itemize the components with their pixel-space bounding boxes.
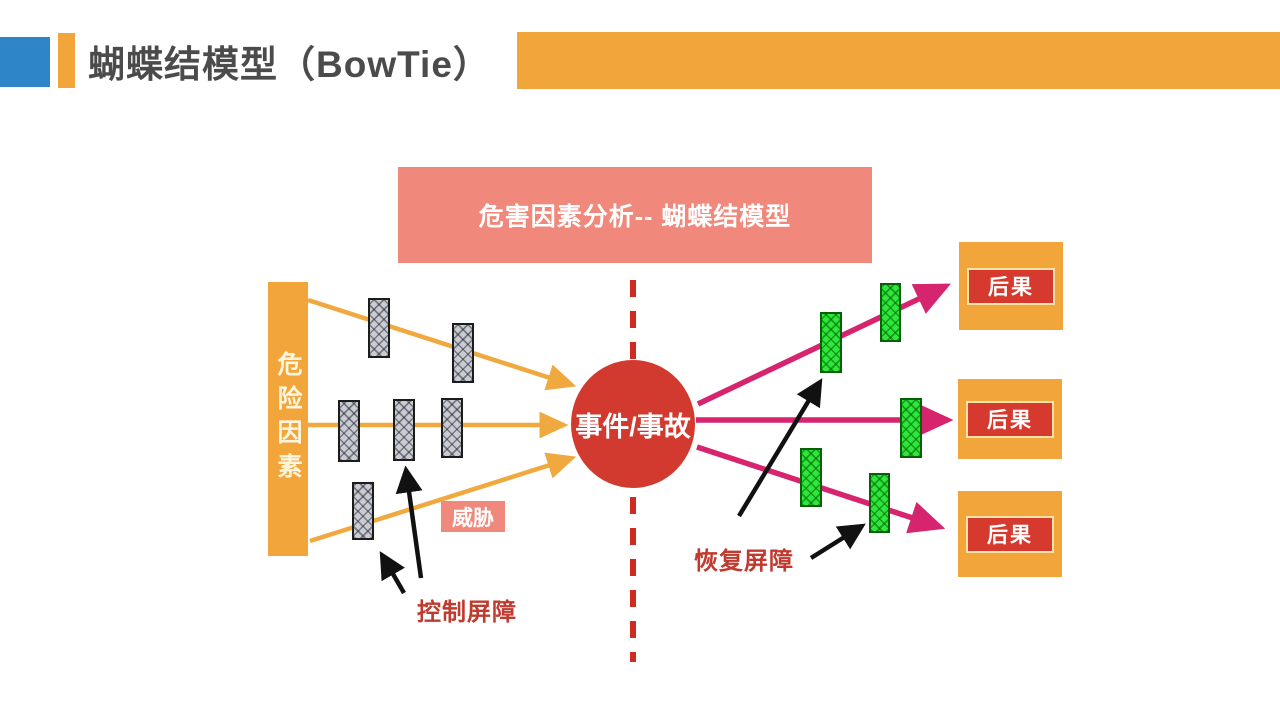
recovery-barrier <box>869 473 890 533</box>
hazard-source-label: 危险因素 <box>274 351 302 487</box>
recovery-barrier-label: 恢复屏障 <box>694 548 794 575</box>
page-title: 蝴蝶结模型（BowTie） <box>88 43 491 85</box>
threat-label: 威胁 <box>441 501 505 532</box>
header-blue-square <box>0 37 50 87</box>
recovery-pointer-arrow-short <box>809 523 866 560</box>
control-barrier <box>352 482 374 540</box>
recovery-barrier <box>880 283 901 342</box>
subtitle-text: 危害因素分析-- 蝴蝶结模型 <box>478 203 792 231</box>
recovery-pointer-arrow-long <box>737 378 823 518</box>
consequence-box-top: 后果 <box>959 242 1063 330</box>
header-accent-bar <box>58 33 75 88</box>
control-barrier <box>393 399 415 461</box>
control-barrier <box>368 298 390 358</box>
recovery-barrier <box>900 398 922 458</box>
event-label: 事件/事故 <box>575 411 691 442</box>
control-barrier <box>441 398 463 458</box>
threat-arrow-top <box>307 297 577 391</box>
control-barrier <box>338 400 360 462</box>
header-orange-bar <box>517 32 1280 89</box>
subtitle-box: 危害因素分析-- 蝴蝶结模型 <box>398 167 872 263</box>
consequence-inner: 后果 <box>967 267 1055 305</box>
control-barrier-label: 控制屏障 <box>417 599 517 626</box>
control-pointer-arrow-right <box>395 465 424 579</box>
event-circle: 事件/事故 <box>571 360 695 488</box>
recovery-barrier <box>820 312 842 373</box>
consequence-inner: 后果 <box>966 515 1054 553</box>
consequence-inner: 后果 <box>966 400 1054 438</box>
control-barrier <box>452 323 474 383</box>
recovery-barrier <box>800 448 822 507</box>
consequence-box-middle: 后果 <box>958 379 1062 459</box>
consequence-box-bottom: 后果 <box>958 491 1062 577</box>
control-pointer-arrow-left <box>379 551 406 595</box>
hazard-source-bar: 危险因素 <box>268 282 308 556</box>
